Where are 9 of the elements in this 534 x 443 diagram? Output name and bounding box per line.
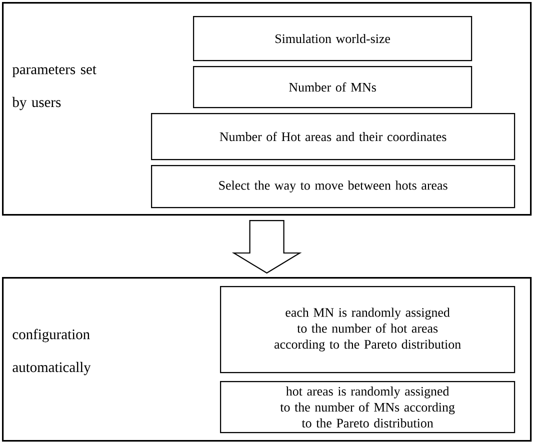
group-heading: configuration automatically [12, 328, 91, 376]
block-arrow [232, 220, 302, 274]
parameter-box: Number of Hot areas and their coordinates [151, 113, 516, 160]
group-heading: parameters set by users [12, 66, 96, 110]
parameter-box: Select the way to move between hots areas [151, 165, 516, 208]
parameter-box: hot areas is randomly assigned to the number of MNs according to the Pareto distribution [220, 381, 516, 434]
parameter-box: Number of MNs [193, 66, 472, 108]
parameter-box: Simulation world-size [193, 16, 472, 62]
parameter-box: each MN is randomly assigned to the number of hot areas according to the Pareto distribution [220, 286, 516, 374]
